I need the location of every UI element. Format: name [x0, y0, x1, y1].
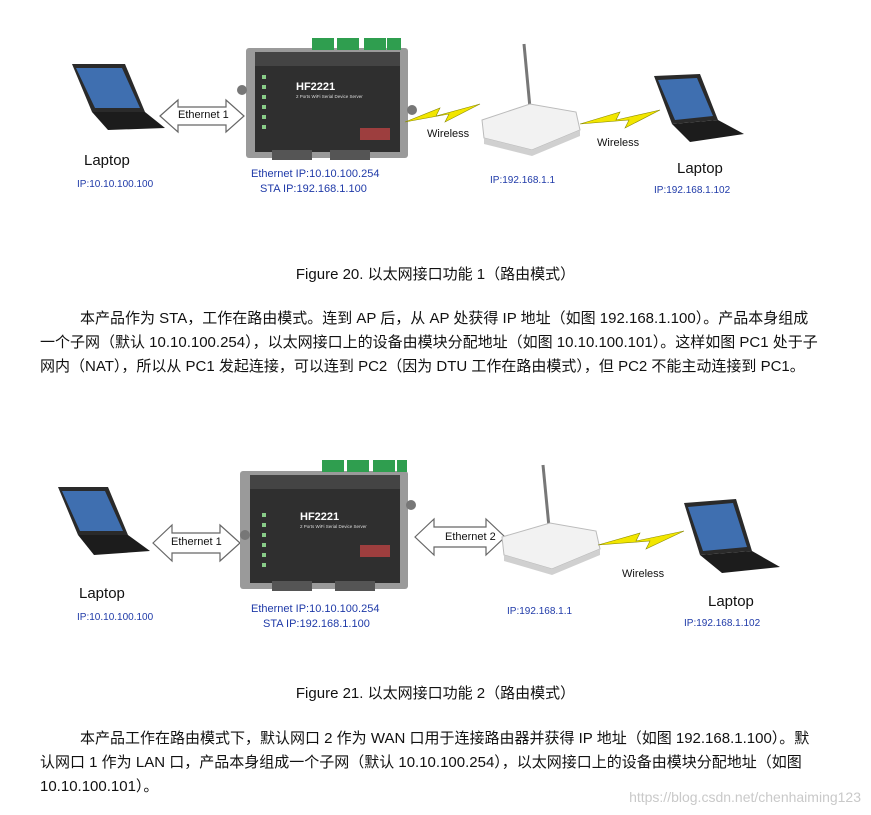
right-laptop-ip: IP:192.168.1.102	[654, 185, 730, 196]
router-ip: IP:192.168.1.1	[507, 606, 572, 617]
wireless-label: Wireless	[427, 128, 469, 140]
device-sta-ip: STA IP:192.168.1.100	[263, 617, 370, 631]
router-icon	[482, 44, 580, 156]
left-laptop-label: Laptop	[84, 152, 130, 169]
right-laptop-label: Laptop	[708, 593, 754, 610]
figure-21-caption: Figure 21. 以太网接口功能 2（路由模式）	[0, 682, 871, 703]
right-laptop-ip: IP:192.168.1.102	[684, 618, 760, 629]
right-laptop-label: Laptop	[677, 160, 723, 177]
laptop-icon	[684, 499, 780, 573]
device-subtitle: 2 Ports WiFi Serial Device Server	[300, 524, 367, 529]
device-name: HF2221	[296, 81, 335, 93]
left-laptop-label: Laptop	[79, 585, 125, 602]
hf2221-device-icon	[237, 38, 417, 160]
device-ethernet-ip: Ethernet IP:10.10.100.254	[251, 602, 379, 616]
router-icon	[502, 465, 600, 575]
laptop-icon	[654, 74, 744, 142]
router-ip: IP:192.168.1.1	[490, 175, 555, 186]
ethernet-arrow-label: Ethernet 1	[178, 109, 229, 121]
wireless-label: Wireless	[597, 137, 639, 149]
wireless-lightning-icon	[580, 110, 660, 128]
figure-20-diagram: HF2221 2 Ports WiFi Serial Device Server…	[0, 0, 871, 230]
watermark: https://blog.csdn.net/chenhaiming123	[629, 789, 861, 805]
wireless-lightning-icon	[405, 104, 480, 122]
laptop-icon	[58, 487, 150, 555]
device-sta-ip: STA IP:192.168.1.100	[260, 182, 367, 196]
wireless-lightning-icon	[598, 531, 684, 549]
device-subtitle: 2 Ports WiFi Serial Device Server	[296, 94, 363, 99]
figure-21-diagram: HF2221 2 Ports WiFi Serial Device Server…	[0, 445, 871, 675]
left-laptop-ip: IP:10.10.100.100	[77, 179, 153, 190]
wireless-label: Wireless	[622, 568, 664, 580]
figure-20-graphics: HF2221 2 Ports WiFi Serial Device Server	[0, 0, 871, 230]
figure-21-graphics: HF2221 2 Ports WiFi Serial Device Server	[0, 445, 871, 675]
device-name: HF2221	[300, 511, 339, 523]
left-laptop-ip: IP:10.10.100.100	[77, 612, 153, 623]
paragraph-1: 本产品作为 STA，工作在路由模式。连到 AP 后，从 AP 处获得 IP 地址…	[40, 307, 820, 379]
laptop-icon	[72, 64, 165, 130]
figure-20-caption: Figure 20. 以太网接口功能 1（路由模式）	[0, 263, 871, 284]
ethernet1-arrow-label: Ethernet 1	[171, 536, 222, 548]
ethernet2-arrow-label: Ethernet 2	[445, 531, 496, 543]
device-ethernet-ip: Ethernet IP:10.10.100.254	[251, 167, 379, 181]
